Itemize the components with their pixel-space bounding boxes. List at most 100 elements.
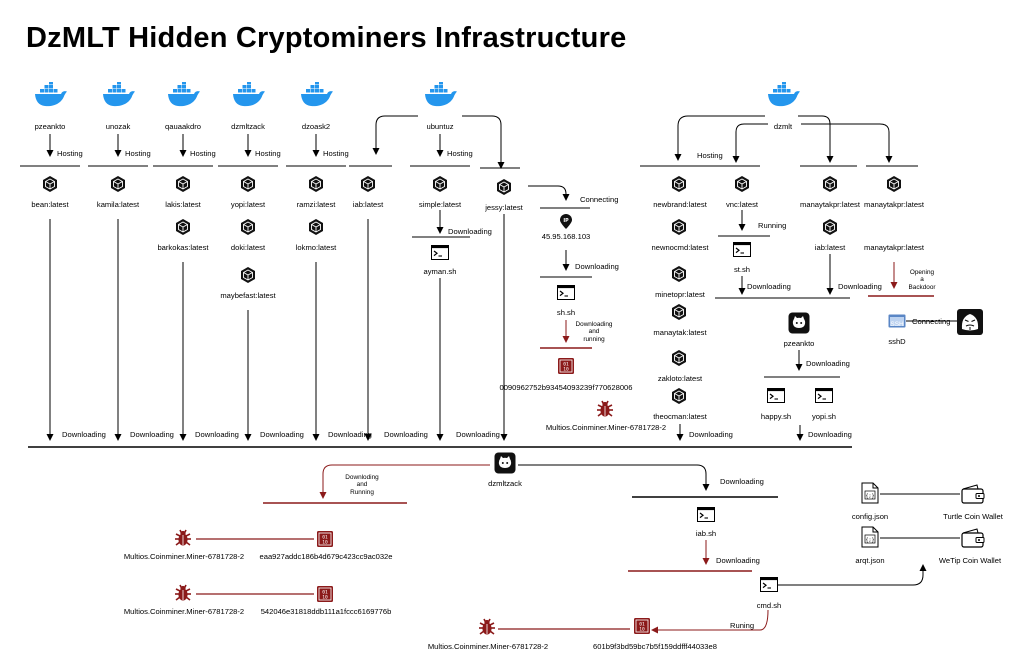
container-image-icon [821,175,839,193]
dzmlt-mid-branch [732,123,768,163]
script-yopi-sh: yopi.sh [811,412,837,421]
svg-text:10: 10 [322,595,328,601]
docker-user-dzoask2: dzoask2 [301,122,331,131]
container-image-icon [359,175,377,193]
miner-label: Multios.Coinminer.Miner-6781728-2 [123,607,245,616]
downloading-running-label: Downloading and running [575,321,613,343]
image-iab-latest-dzmlt: iab:latest [814,243,846,252]
docker-whale-icon [300,81,334,108]
downloading-label: Downloading [456,430,500,439]
image-manaytakpr-latest-3: manaytakpr:latest [864,243,924,252]
dzmlt-left-branch [674,115,765,161]
downloading-label: Downloading [62,430,106,439]
docker-user-dzmltzack: dzmltzack [231,122,265,131]
arqt-json: arqt.json [855,556,885,565]
image-manaytakpr-latest-2: manaytakpr:latest [864,200,924,209]
svg-text:10: 10 [322,540,328,546]
terminal-script-icon [557,285,575,300]
image-maybefast-latest: maybefast:latest [220,291,276,300]
downloading-label: Downloading [448,227,492,236]
docker-whale-icon [102,81,136,108]
downloading-label: Downloading [689,430,733,439]
downloading-label: Downloading [747,282,791,291]
hosting-label: Hosting [125,149,151,158]
svg-text:10: 10 [563,367,569,373]
hash-601b9f3bd5: 601b9f3bd59bc7b5f159ddfff44033e8 [593,642,717,651]
image-ramzi-latest: ramzi:latest [296,200,336,209]
docker-user-ubuntuz: ubuntuz [426,122,454,131]
terminal-script-icon [697,507,715,522]
miner-label-top: Multios.Coinminer.Miner-6781728-2 [545,423,667,432]
svg-text:01: 01 [322,590,328,596]
hosting-label: Hosting [323,149,349,158]
image-doki-latest: doki:latest [230,243,266,252]
container-image-icon [733,175,751,193]
bug-icon [172,527,194,549]
image-theocman-latest: theocman:latest [653,412,707,421]
sshd-label: sshD [888,337,906,346]
hosting-label: Hosting [255,149,281,158]
image-bean-latest: bean:latest [31,200,69,209]
downloading-label: Downloading [720,477,764,486]
container-image-icon [670,175,688,193]
runing-label: Runing [730,621,755,630]
docker-whale-icon [167,81,201,108]
hosting-label: Hosting [190,149,216,158]
container-image-icon [109,175,127,193]
ssh-badge: SSH [890,321,904,328]
svg-text:10: 10 [639,627,645,633]
docker-whale-icon [424,81,458,108]
container-image-icon [41,175,59,193]
svg-text:IP: IP [563,218,569,224]
image-zakloto-latest: zakloto:latest [657,374,703,383]
bug-icon [594,398,616,420]
image-barkokas-latest: barkokas:latest [157,243,209,252]
dzmlt-right-branch [798,115,834,163]
image-newbrand-latest: newbrand:latest [653,200,707,209]
miner-label: Multios.Coinminer.Miner-6781728-2 [123,552,245,561]
github-icon [788,312,810,334]
connecting-label: Connecting [580,195,619,204]
terminal-script-icon [733,242,751,257]
downloading-label: Downloading [195,430,239,439]
terminal-script-icon [767,388,785,403]
image-simple-latest: simple:latest [418,200,462,209]
hash-0090962752: 0090962752b93454093239f770628006 [499,383,633,392]
dzmlt-far-branch [801,123,893,163]
script-st-sh: st.sh [733,265,751,274]
downloading-running-arrow [319,464,490,499]
connecting-arrow [528,185,570,201]
image-lakis-latest: lakis:latest [165,200,201,209]
cmd-to-wallets-arrow [778,564,927,586]
hosting-label: Hosting [447,149,473,158]
json-file-icon: {;} [861,526,879,548]
docker-user-unozak: unozak [105,122,131,131]
image-manaytak-latest: manaytak:latest [653,328,707,337]
image-vnc-latest: vnc:latest [725,200,759,209]
downloading-label: Downloading [838,282,882,291]
docker-whale-icon [767,81,801,108]
image-minetopr-latest: minetopr:latest [655,290,705,299]
container-image-icon [670,265,688,283]
terminal-script-icon [431,245,449,260]
container-image-icon [307,175,325,193]
running-label: Running [758,221,787,230]
miner-label-bottom: Multios.Coinminer.Miner-6781728-2 [427,642,549,651]
wallet-icon [961,528,985,548]
downloading-label: Downloading [575,262,619,271]
downloading-label: Downloading [130,430,174,439]
container-image-icon [239,175,257,193]
opening-backdoor-label: Opening a Backdoor [908,269,936,291]
container-image-icon [239,218,257,236]
image-lokmo-latest: lokmo:latest [295,243,337,252]
script-cmd-sh: cmd.sh [756,601,782,610]
ip-pin-icon: IP [559,214,573,230]
svg-text:01: 01 [322,535,328,541]
container-image-icon [670,387,688,405]
container-image-icon [431,175,449,193]
image-kamila-latest: kamila:latest [96,200,140,209]
